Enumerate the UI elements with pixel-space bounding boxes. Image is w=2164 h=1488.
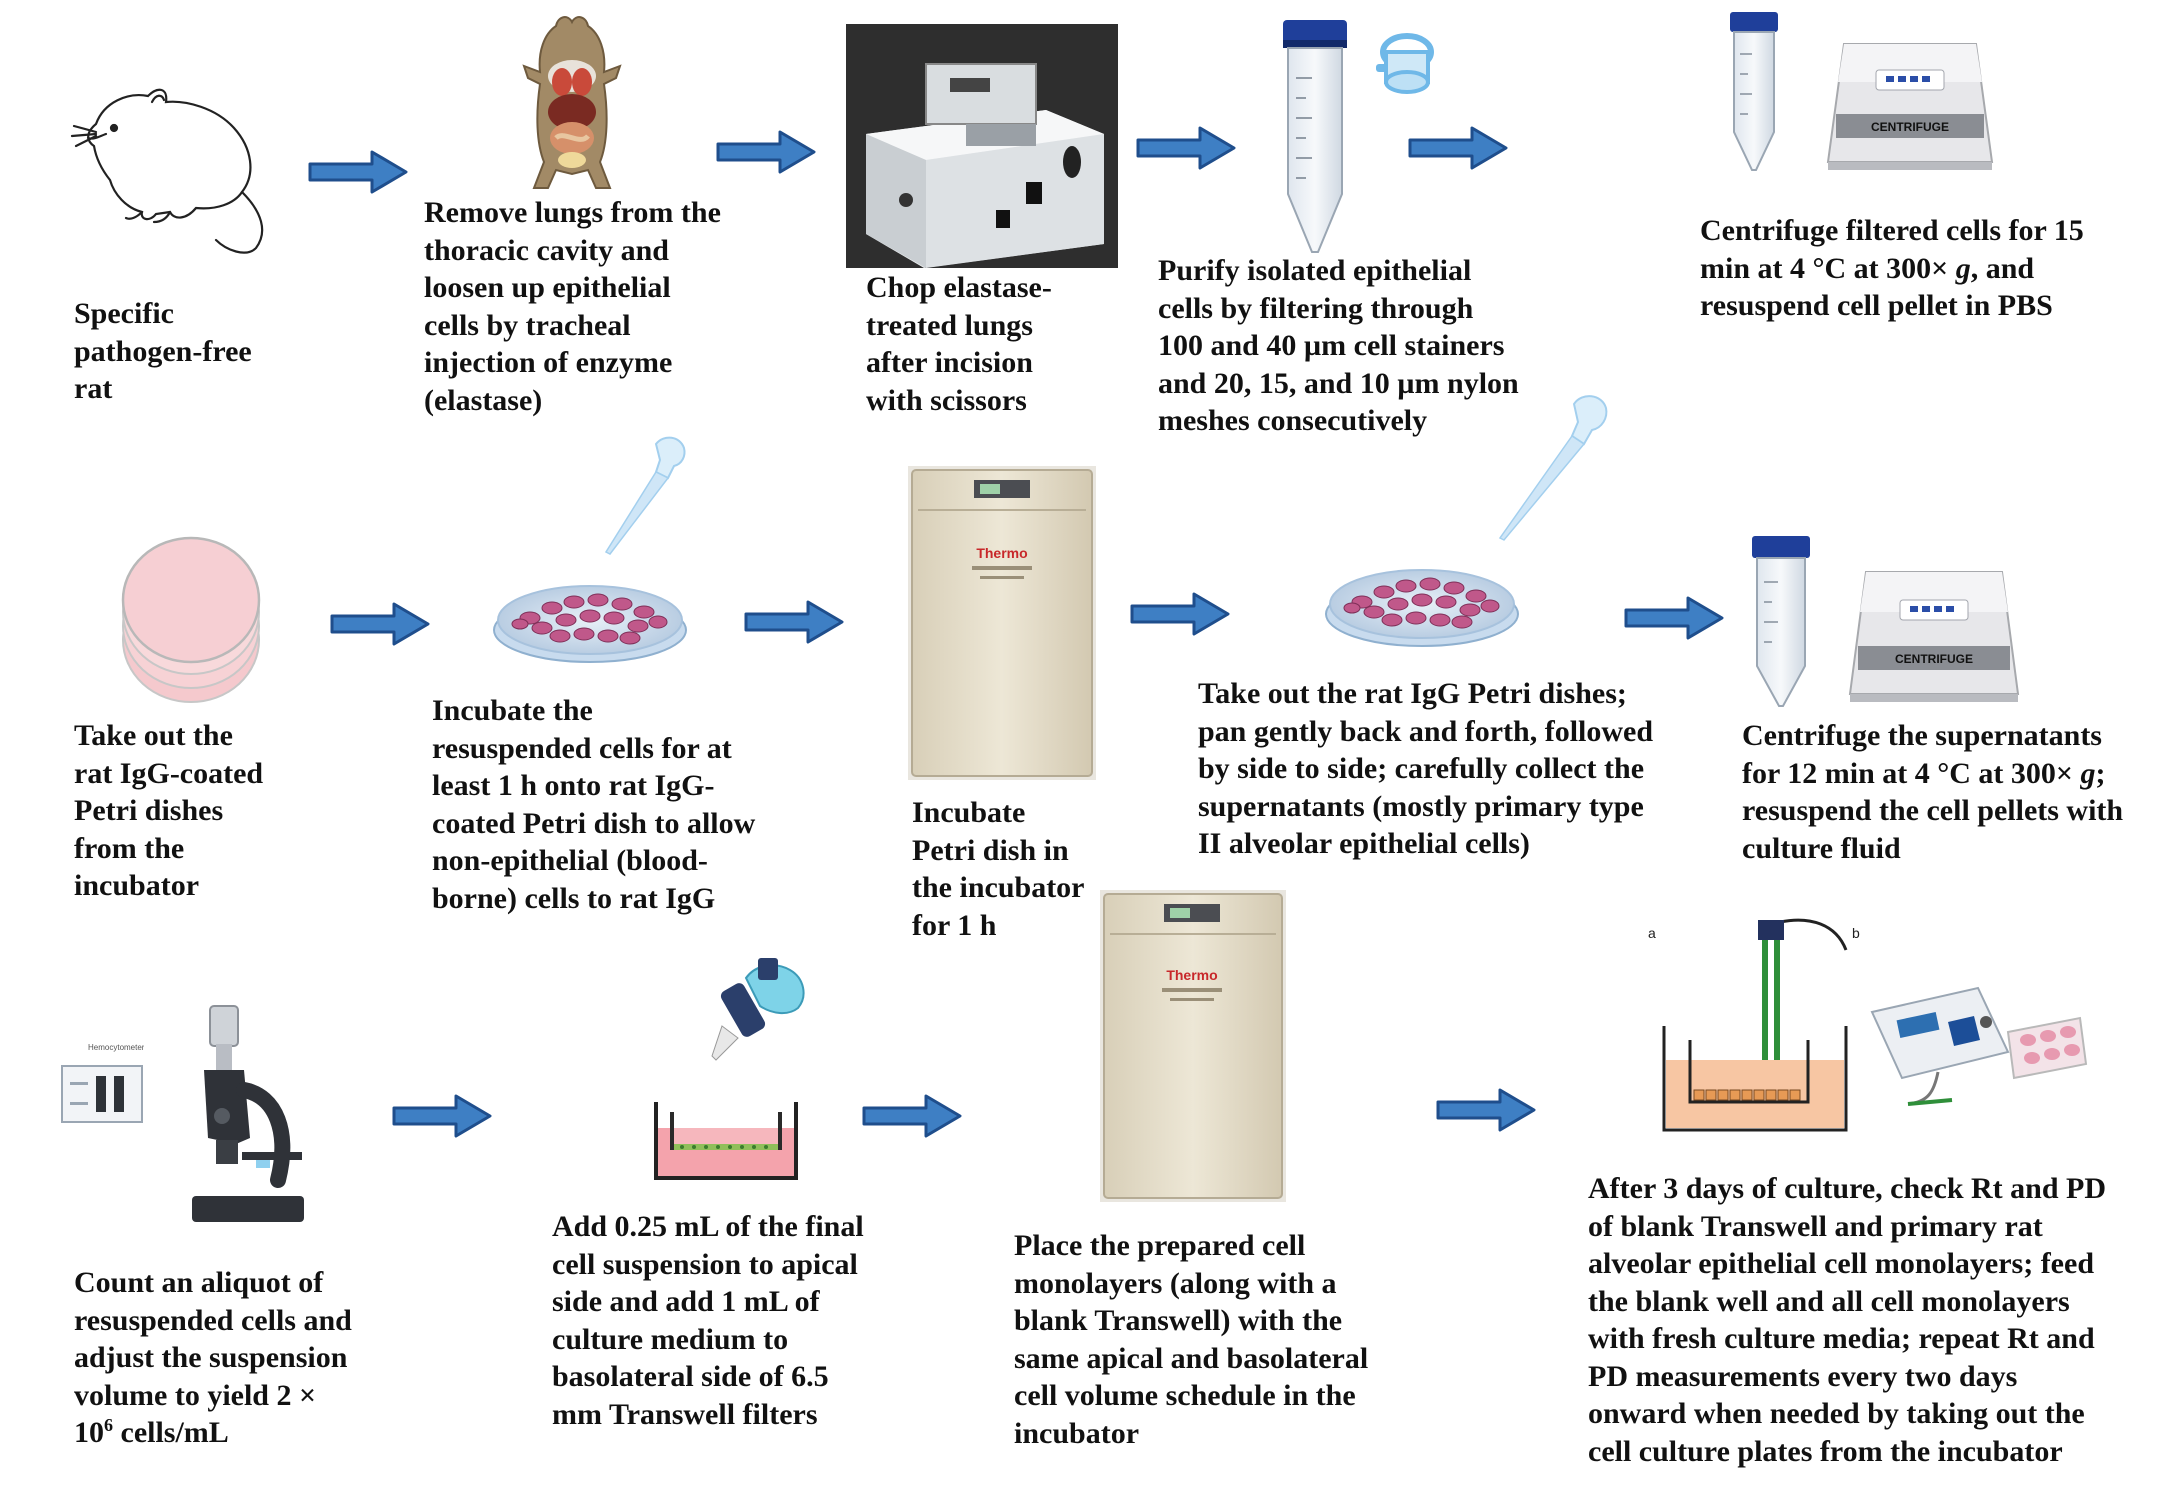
hemocytometer-label: Hemocytometer bbox=[88, 1043, 144, 1052]
petri-dish-with-cells-image bbox=[1322, 556, 1522, 652]
flow-arrow bbox=[1436, 1088, 1536, 1132]
step-remove-lungs-text: Remove lungs from the thoracic cavity an… bbox=[424, 196, 721, 417]
step-collect-supernatants-text: Take out the rat IgG Petri dishes; pan g… bbox=[1198, 677, 1654, 860]
hemocytometer-image: Hemocytometer bbox=[60, 1040, 144, 1126]
centrifuge-label: CENTRIFUGE bbox=[1871, 120, 1949, 134]
rat-illustration bbox=[66, 62, 276, 262]
petri-dish-stack-image bbox=[118, 530, 264, 706]
rat-anatomy-illustration bbox=[512, 12, 632, 198]
step-chop-text: Chop elastase- treated lungs after incis… bbox=[866, 271, 1052, 417]
flow-arrow bbox=[1408, 126, 1508, 170]
flow-arrow bbox=[1136, 126, 1236, 170]
centrifuge-image: CENTRIFUGE bbox=[1848, 548, 2020, 708]
flow-arrow bbox=[330, 602, 430, 646]
pipette-icon bbox=[600, 430, 690, 560]
flow-arrow bbox=[862, 1094, 962, 1138]
step-centrifuge-1-text: Centrifuge filtered cells for 15 min at … bbox=[1700, 214, 2084, 322]
voltohmmeter-schematic: a b bbox=[1640, 910, 1870, 1136]
cell-strainer-image bbox=[1374, 24, 1440, 100]
step-place-monolayers-text: Place the prepared cell monolayers (alon… bbox=[1014, 1229, 1369, 1450]
incubator-brand-label: Thermo bbox=[976, 545, 1027, 561]
petri-dish-with-cells-image bbox=[490, 574, 690, 666]
step-take-out-dishes-text: Take out the rat IgG-coated Petri dishes… bbox=[74, 719, 264, 902]
step-centrifuge-2-text: Centrifuge the supernatants for 12 min a… bbox=[1742, 719, 2124, 865]
centrifuge-image: CENTRIFUGE bbox=[1826, 22, 1994, 174]
centrifuge-label: CENTRIFUGE bbox=[1895, 652, 1973, 666]
flow-arrow bbox=[1130, 592, 1230, 636]
flow-arrow bbox=[1624, 596, 1724, 640]
step-rat-text: Specific pathogen-free rat bbox=[74, 297, 252, 405]
conical-tube-image bbox=[1728, 10, 1780, 174]
step-add-suspension-text: Add 0.25 mL of the final cell suspension… bbox=[552, 1210, 864, 1431]
conical-tube-image bbox=[1280, 18, 1350, 258]
step-incubate-dish-text: Incubate Petri dish in the incubator for… bbox=[912, 796, 1085, 942]
flow-arrow bbox=[392, 1094, 492, 1138]
incubator-photo: Thermo bbox=[1100, 890, 1286, 1202]
tissue-chopper-photo bbox=[846, 24, 1118, 268]
incubator-photo: Thermo bbox=[908, 466, 1096, 780]
microscope-image bbox=[186, 1004, 310, 1226]
flow-arrow bbox=[716, 130, 816, 174]
flow-arrow bbox=[744, 600, 844, 644]
pipette-icon bbox=[1496, 388, 1616, 546]
panel-b-label: b bbox=[1852, 925, 1860, 941]
step-incubate-cells-text: Incubate the resuspended cells for at le… bbox=[432, 694, 756, 915]
step-check-rt-pd-text: After 3 days of culture, check Rt and PD… bbox=[1588, 1172, 2107, 1468]
transwell-insert-image bbox=[652, 1098, 800, 1184]
incubator-brand-label: Thermo bbox=[1166, 967, 1217, 983]
step-purify-text: Purify isolated epithelial cells by filt… bbox=[1158, 254, 1519, 437]
conical-tube-image bbox=[1750, 534, 1812, 710]
epithelial-voltohmmeter-image bbox=[1868, 982, 2088, 1112]
hand-pipette-image bbox=[694, 956, 814, 1066]
step-count-text: Count an aliquot of resuspended cells an… bbox=[74, 1266, 352, 1449]
panel-a-label: a bbox=[1648, 925, 1656, 941]
flow-arrow bbox=[308, 150, 408, 194]
